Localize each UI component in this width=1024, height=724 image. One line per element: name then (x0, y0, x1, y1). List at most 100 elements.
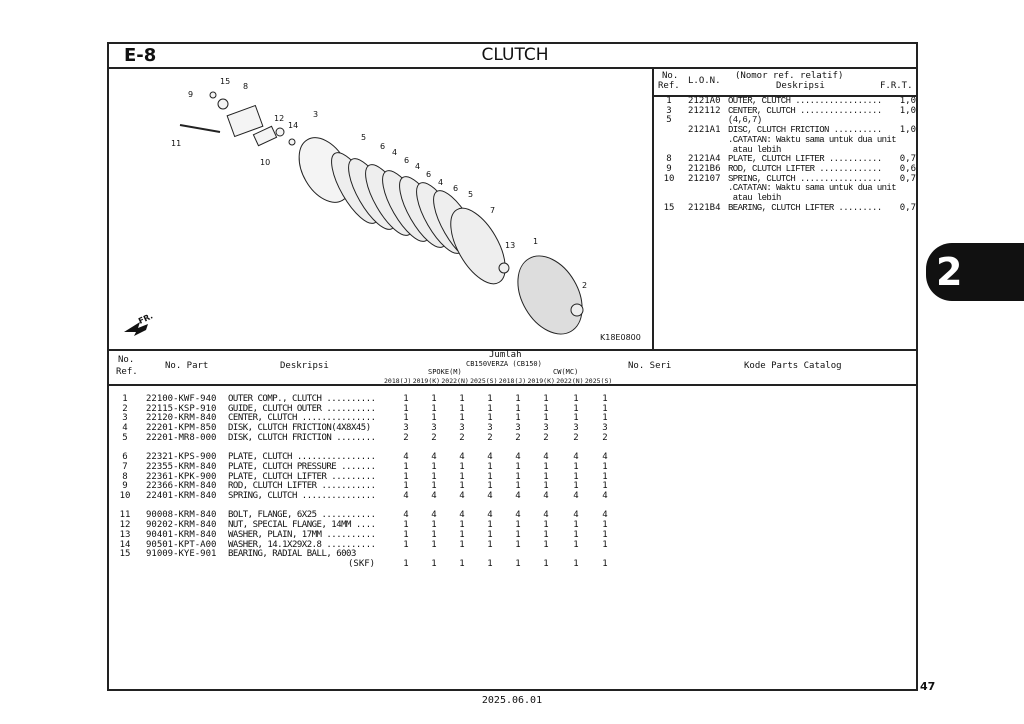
quantity: 1 (431, 529, 437, 540)
ref-header-ref: Ref. (658, 81, 680, 91)
description: DISC, CLUTCH FRICTION .......... (728, 125, 882, 136)
description: DISK, CLUTCH FRICTION(4X8X45) (228, 423, 371, 434)
quantity: 1 (573, 403, 579, 414)
table-row: 9 22366-KRM-840 ROD, CLUTCH LIFTER .......… (108, 482, 628, 492)
part-number: 22401-KRM-840 (146, 491, 217, 501)
page-number: 47 (920, 680, 936, 693)
callout-label: 6 (380, 142, 385, 151)
date: 2025.06.01 (481, 695, 543, 706)
quantity: 3 (459, 423, 465, 434)
quantity: 4 (543, 491, 549, 501)
description: SPRING, CLUTCH ................. (728, 173, 882, 184)
callout-label: 4 (392, 148, 397, 157)
quantity: 1 (459, 461, 465, 472)
parts-header-part: No. Part (165, 361, 209, 371)
quantity: 3 (431, 423, 437, 434)
quantity: 1 (431, 413, 437, 424)
quantity: 1 (573, 520, 579, 531)
quantity: 1 (602, 481, 608, 492)
quantity: 1 (602, 394, 608, 404)
page-title: CLUTCH (481, 45, 549, 65)
quantity: 4 (573, 452, 579, 463)
description: atau lebih (728, 193, 782, 203)
frt-value: 0,6 (899, 163, 916, 174)
quantity: 1 (403, 481, 409, 492)
quantity: 1 (403, 529, 409, 540)
ref-no: 11 (119, 510, 131, 521)
quantity: 2 (515, 432, 521, 443)
part-number: 22355-KRM-840 (146, 461, 217, 472)
quantity: 4 (403, 452, 409, 463)
part-number: 22366-KRM-840 (146, 481, 217, 492)
ref-row: 10 212107 SPRING, CLUTCH .................… (660, 173, 916, 185)
callout-label: FR. (137, 311, 154, 325)
bolt (179, 124, 221, 133)
part-number: 90401-KRM-840 (146, 529, 217, 540)
quantity: 1 (487, 539, 493, 550)
ref-no: 3 (666, 105, 672, 116)
quantity: 1 (487, 413, 493, 424)
description: ROD, CLUTCH LIFTER ........... (228, 481, 376, 492)
quantity: 1 (403, 539, 409, 550)
quantity: 4 (602, 510, 608, 521)
quantity: 3 (573, 423, 579, 434)
description: DISK, CLUTCH FRICTION ........ (228, 432, 376, 443)
ref-header-lon: L.O.N. (688, 76, 721, 86)
parts-header-catalog: Kode Parts Catalog (744, 361, 842, 371)
parts-header-desc: Deskripsi (280, 361, 329, 371)
quantity: 1 (573, 471, 579, 482)
description: PLATE, CLUTCH LIFTER ........... (728, 154, 882, 165)
quantity: 2 (459, 432, 465, 443)
ref-header-relative: (Nomor ref. relatif) (735, 71, 844, 81)
lon-code: 212107 (688, 173, 721, 184)
quantity: 1 (431, 520, 437, 531)
ref-no: 15 (663, 202, 675, 213)
part-number: 22120-KRM-840 (146, 413, 217, 424)
year-header: 2019(K) (412, 377, 441, 385)
ref-no: 9 (122, 481, 128, 492)
quantity: 1 (459, 529, 465, 540)
callout-label: 12 (274, 114, 284, 123)
quantity: 3 (602, 423, 608, 434)
description: .CATATAN: Waktu sama untuk dua unit (728, 183, 897, 194)
front-arrow-icon: FR. (124, 311, 154, 336)
quantity: 1 (543, 403, 549, 414)
parts-header-no: No. (118, 355, 135, 365)
quantity: 1 (573, 413, 579, 424)
guide (570, 303, 584, 317)
ref-no: 3 (122, 413, 128, 424)
description: (4,6,7) (728, 115, 762, 126)
description: PLATE, CLUTCH PRESSURE ....... (228, 461, 376, 472)
ref-no: 10 (663, 173, 675, 184)
callout-label: 4 (415, 162, 420, 171)
year-header: 2025(S) (470, 377, 498, 385)
quantity: 1 (459, 520, 465, 531)
quantity: 1 (403, 558, 409, 569)
quantity: 1 (515, 481, 521, 492)
quantity: 1 (602, 529, 608, 540)
quantity: 4 (487, 491, 493, 501)
quantity: 1 (515, 394, 521, 404)
quantity: 1 (515, 529, 521, 540)
quantity: 2 (431, 432, 437, 443)
part-number: 22115-KSP-910 (146, 403, 217, 414)
quantity: 1 (487, 461, 493, 472)
quantity: 4 (515, 452, 521, 463)
description: BOLT, FLANGE, 6X25 ........... (228, 510, 376, 521)
part-number: 90202-KRM-840 (146, 520, 217, 531)
lon-code: 2121A4 (688, 154, 721, 165)
washer-13 (498, 262, 510, 274)
part-number: 22361-KPK-900 (146, 471, 217, 482)
ref-no: 10 (119, 491, 131, 501)
callout-label: 14 (288, 121, 298, 130)
lon-code: 2121A1 (688, 125, 721, 136)
